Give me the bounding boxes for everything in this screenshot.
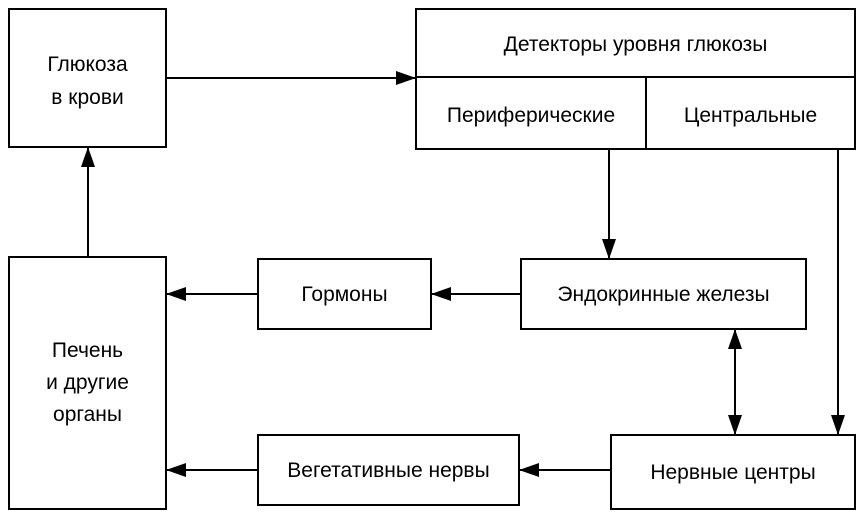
node-endocrine-label: Эндокринные железы xyxy=(557,283,769,306)
node-liver-line-3: органы xyxy=(53,403,122,426)
node-detectors-central: Центральные xyxy=(684,104,817,127)
node-nerve-centers: Нервные центры xyxy=(610,434,856,510)
node-autonomic-label: Вегетативные нервы xyxy=(287,459,489,482)
node-hormones-label: Гормоны xyxy=(301,283,387,306)
node-nerve-centers-label: Нервные центры xyxy=(650,461,815,484)
node-endocrine: Эндокринные железы xyxy=(520,258,807,330)
node-liver: Печень и другие органы xyxy=(8,256,167,510)
node-hormones: Гормоны xyxy=(257,258,432,330)
node-detectors-peripheral: Периферические xyxy=(447,104,615,127)
node-glucose-line-2: в крови xyxy=(51,86,123,109)
node-liver-line-1: Печень xyxy=(52,339,123,362)
node-detectors: Детекторы уровня глюкозы Периферические … xyxy=(415,8,856,150)
node-liver-line-2: и другие xyxy=(46,371,129,394)
node-glucose: Глюкоза в крови xyxy=(8,8,167,148)
node-detectors-title: Детекторы уровня глюкозы xyxy=(504,33,768,56)
edges xyxy=(81,71,845,477)
node-glucose-line-1: Глюкоза xyxy=(47,53,128,76)
node-autonomic: Вегетативные нервы xyxy=(257,434,520,506)
